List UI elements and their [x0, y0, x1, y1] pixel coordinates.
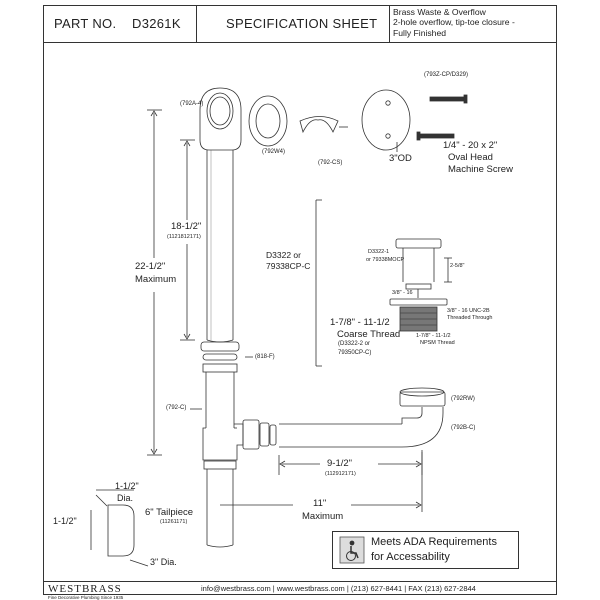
slip-nut — [200, 341, 253, 361]
dim-22 — [147, 109, 162, 456]
overflow-plate — [361, 89, 411, 152]
label-2-5-8: 2-5/8" — [450, 263, 465, 269]
label-792c: (792-C) — [166, 405, 187, 411]
label-3-8-16: 3/8" - 16 — [392, 290, 413, 296]
ada-line-2: for Accessability — [371, 551, 450, 563]
dim-3-dia: 3" Dia. — [150, 557, 177, 567]
label-coarse-3: (D3322-2 or — [338, 341, 371, 347]
label-nps-1: 1-7/8" - 11-1/2 — [416, 333, 451, 339]
title-cell: SPECIFICATION SHEET — [196, 6, 390, 42]
label-screw-name-2: Machine Screw — [448, 164, 513, 175]
label-792a4: (792A-4) — [180, 101, 204, 107]
brand-tagline: Fine Decorative Plumbing Since 1935 — [48, 595, 124, 600]
label-792cs: (792-CS) — [318, 160, 343, 166]
tailpiece — [203, 460, 237, 548]
dim-1-5: 1-1/2" — [53, 516, 77, 526]
dim-1-5-dia-sub: Dia. — [117, 493, 134, 503]
label-792w4: (792W4) — [262, 149, 286, 155]
dim-1-5-dia: 1-1/2" — [115, 481, 139, 491]
tailpiece-mm: (11261171) — [160, 519, 188, 525]
dim-18-mm: (1121812171) — [167, 234, 201, 240]
page-title: SPECIFICATION SHEET — [226, 16, 378, 31]
dim-9-label: 9-1/2" — [327, 458, 353, 469]
description-cell: Brass Waste & Overflow 2-hole overflow, … — [389, 6, 556, 42]
label-thread-1: 3/8" - 16 UNC-2B — [447, 308, 490, 314]
footer: WESTBRASS Fine Decorative Plumbing Since… — [44, 581, 556, 600]
label-screw-name-1: Oval Head — [448, 152, 493, 163]
ada-line-1: Meets ADA Requirements — [371, 536, 497, 548]
label-d3322-2: 79338CP-C — [266, 261, 311, 271]
dim-11-label: 11" — [313, 498, 327, 509]
waste-arm — [279, 387, 446, 448]
label-792bc: (792B-C) — [451, 425, 476, 431]
tee — [202, 363, 277, 461]
screws — [416, 94, 468, 141]
gasket — [248, 95, 288, 147]
label-screw-size: 1/4" - 20 x 2" — [443, 140, 498, 151]
label-3od: 3"OD — [389, 153, 412, 164]
label-d3322-1: D3322 or — [266, 250, 301, 260]
label-79338mocp: or 79338MOCP — [366, 257, 405, 263]
drain-assembly — [315, 199, 452, 367]
ada-notice: Meets ADA Requirements for Accessability — [332, 531, 519, 569]
part-number: PART NO. D3261K — [54, 16, 181, 31]
dim-22-sub: Maximum — [135, 274, 177, 285]
label-coarse-4: 79350CP-C) — [338, 350, 372, 356]
small-tail-drawing — [90, 489, 149, 567]
header: PART NO. D3261K SPECIFICATION SHEET Bras… — [44, 6, 556, 43]
part-number-cell: PART NO. D3261K — [44, 6, 197, 42]
label-d3322-1-small: D3322-1 — [368, 249, 390, 255]
label-nps-2: NPSM Thread — [420, 340, 455, 346]
overflow-elbow — [199, 87, 242, 343]
dim-18 — [180, 139, 195, 341]
label-coarse-1: 1-7/8" - 11-1/2 — [330, 317, 390, 328]
label-thread-2: Threaded Through — [447, 315, 493, 321]
label-792rw: (792RW) — [451, 396, 475, 402]
dim-22-label: 22-1/2" — [135, 261, 166, 272]
product-description: Brass Waste & Overflow 2-hole overflow, … — [393, 7, 515, 38]
dim-9-mm: (112912171) — [325, 471, 356, 477]
dim-11-sub: Maximum — [302, 511, 344, 522]
dim-11 — [220, 450, 423, 512]
label-818f: (818-F) — [255, 354, 275, 360]
spacer — [299, 116, 348, 134]
spec-sheet: PART NO. D3261K SPECIFICATION SHEET Bras… — [43, 5, 557, 600]
label-coarse-2: Coarse Thread — [337, 329, 401, 340]
brand-logo: WESTBRASS — [48, 583, 122, 595]
wheelchair-icon — [339, 536, 365, 564]
label-793z: (793Z-CP/D329) — [424, 72, 469, 78]
dim-18-label: 18-1/2" — [171, 221, 202, 232]
contact-info[interactable]: info@westbrass.com | www.westbrass.com |… — [201, 584, 476, 593]
tailpiece-label: 6" Tailpiece — [145, 507, 194, 518]
